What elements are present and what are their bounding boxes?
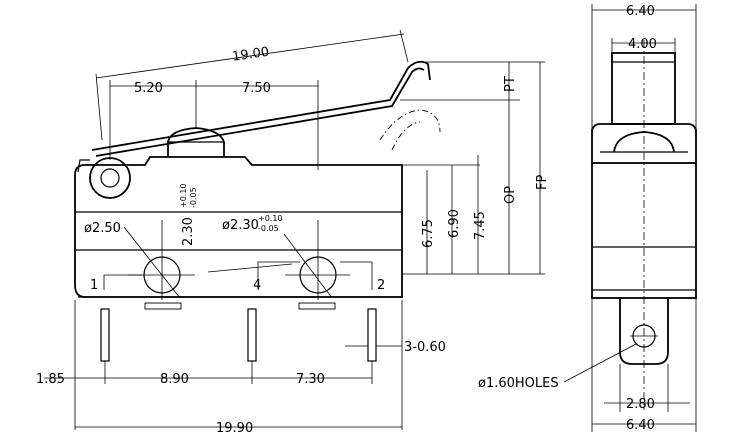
dim-7-30-label: 7.30 (296, 372, 325, 387)
front-dimensions: 19.00 5.20 7.50 6.75 6.90 7.45 OP PT FP … (36, 29, 550, 436)
terminal-1-bracket (103, 274, 142, 290)
side-body (591, 162, 697, 299)
side-6-40-top-label: 6.40 (626, 4, 655, 19)
lever-free-position-2 (391, 121, 421, 151)
terminal-4-bracket (257, 261, 300, 290)
hole-d230-b-leader (283, 233, 333, 299)
side-holes-label: ø1.60HOLES (478, 376, 559, 391)
dim-19-90-label: 19.90 (216, 421, 253, 436)
front-view (74, 60, 441, 362)
side-dimensions: 6.40 4.00 ø1.60HOLES 2.80 6.40 (478, 4, 697, 433)
pin-1 (100, 308, 110, 362)
side-4-00-label: 4.00 (628, 37, 657, 52)
dim-1-85-label: 1.85 (36, 372, 65, 387)
terminal-4-label: 4 (253, 278, 261, 293)
terminal-1-label: 1 (90, 278, 98, 293)
dim-op-label: OP (503, 186, 518, 204)
base-strip-left (144, 302, 182, 310)
side-view (591, 40, 697, 410)
dim-7-50-label: 7.50 (242, 81, 271, 96)
dim-pt-label: PT (503, 76, 518, 92)
terminal-2-bracket (340, 261, 373, 290)
side-6-40-bot-label: 6.40 (626, 418, 655, 433)
side-lever-block (611, 52, 676, 125)
tol-minus-b: -0.05 (258, 224, 279, 233)
hole-d250-label: ø2.50 (84, 221, 121, 236)
dim-8-90-label: 8.90 (160, 372, 189, 387)
lever-pivot-hole (100, 168, 120, 188)
dim-5-20-label: 5.20 (134, 81, 163, 96)
side-2-80-label: 2.80 (626, 397, 655, 412)
dim-7-45-label: 7.45 (473, 211, 488, 240)
contact-line (207, 263, 293, 273)
lever-free-position (379, 109, 441, 141)
hole-d230-b-label: ø2.30 (222, 218, 259, 233)
pin-2 (367, 308, 377, 362)
dim-6-90-label: 6.90 (447, 209, 462, 238)
dim-6-75-label: 6.75 (421, 219, 436, 248)
dim-19-00-ext-left (95, 73, 103, 141)
lever-arm-lower (95, 67, 425, 157)
dim-19-00-ext-right (399, 29, 409, 63)
hole-d250-leader (123, 226, 181, 299)
base-strip-right (298, 302, 336, 310)
terminal-2-label: 2 (377, 278, 385, 293)
pin-4 (247, 308, 257, 362)
dim-19-00-label: 19.00 (231, 45, 270, 65)
tol-plus-b: +0.10 (258, 214, 283, 223)
lever-roller (89, 157, 131, 199)
pin-width-label: 3-0.60 (404, 340, 446, 355)
tol-minus-a: -0.05 (189, 187, 198, 208)
tol-plus-a: +0.10 (179, 183, 188, 208)
hole-d230-a-label: 2.30 (181, 217, 196, 246)
dim-fp-label: FP (535, 175, 550, 190)
lever-hinge (77, 159, 90, 173)
side-holes-leader (563, 343, 637, 383)
switch-body (74, 156, 403, 298)
lever-arm (91, 60, 431, 151)
dim-19-00-line (95, 33, 405, 79)
